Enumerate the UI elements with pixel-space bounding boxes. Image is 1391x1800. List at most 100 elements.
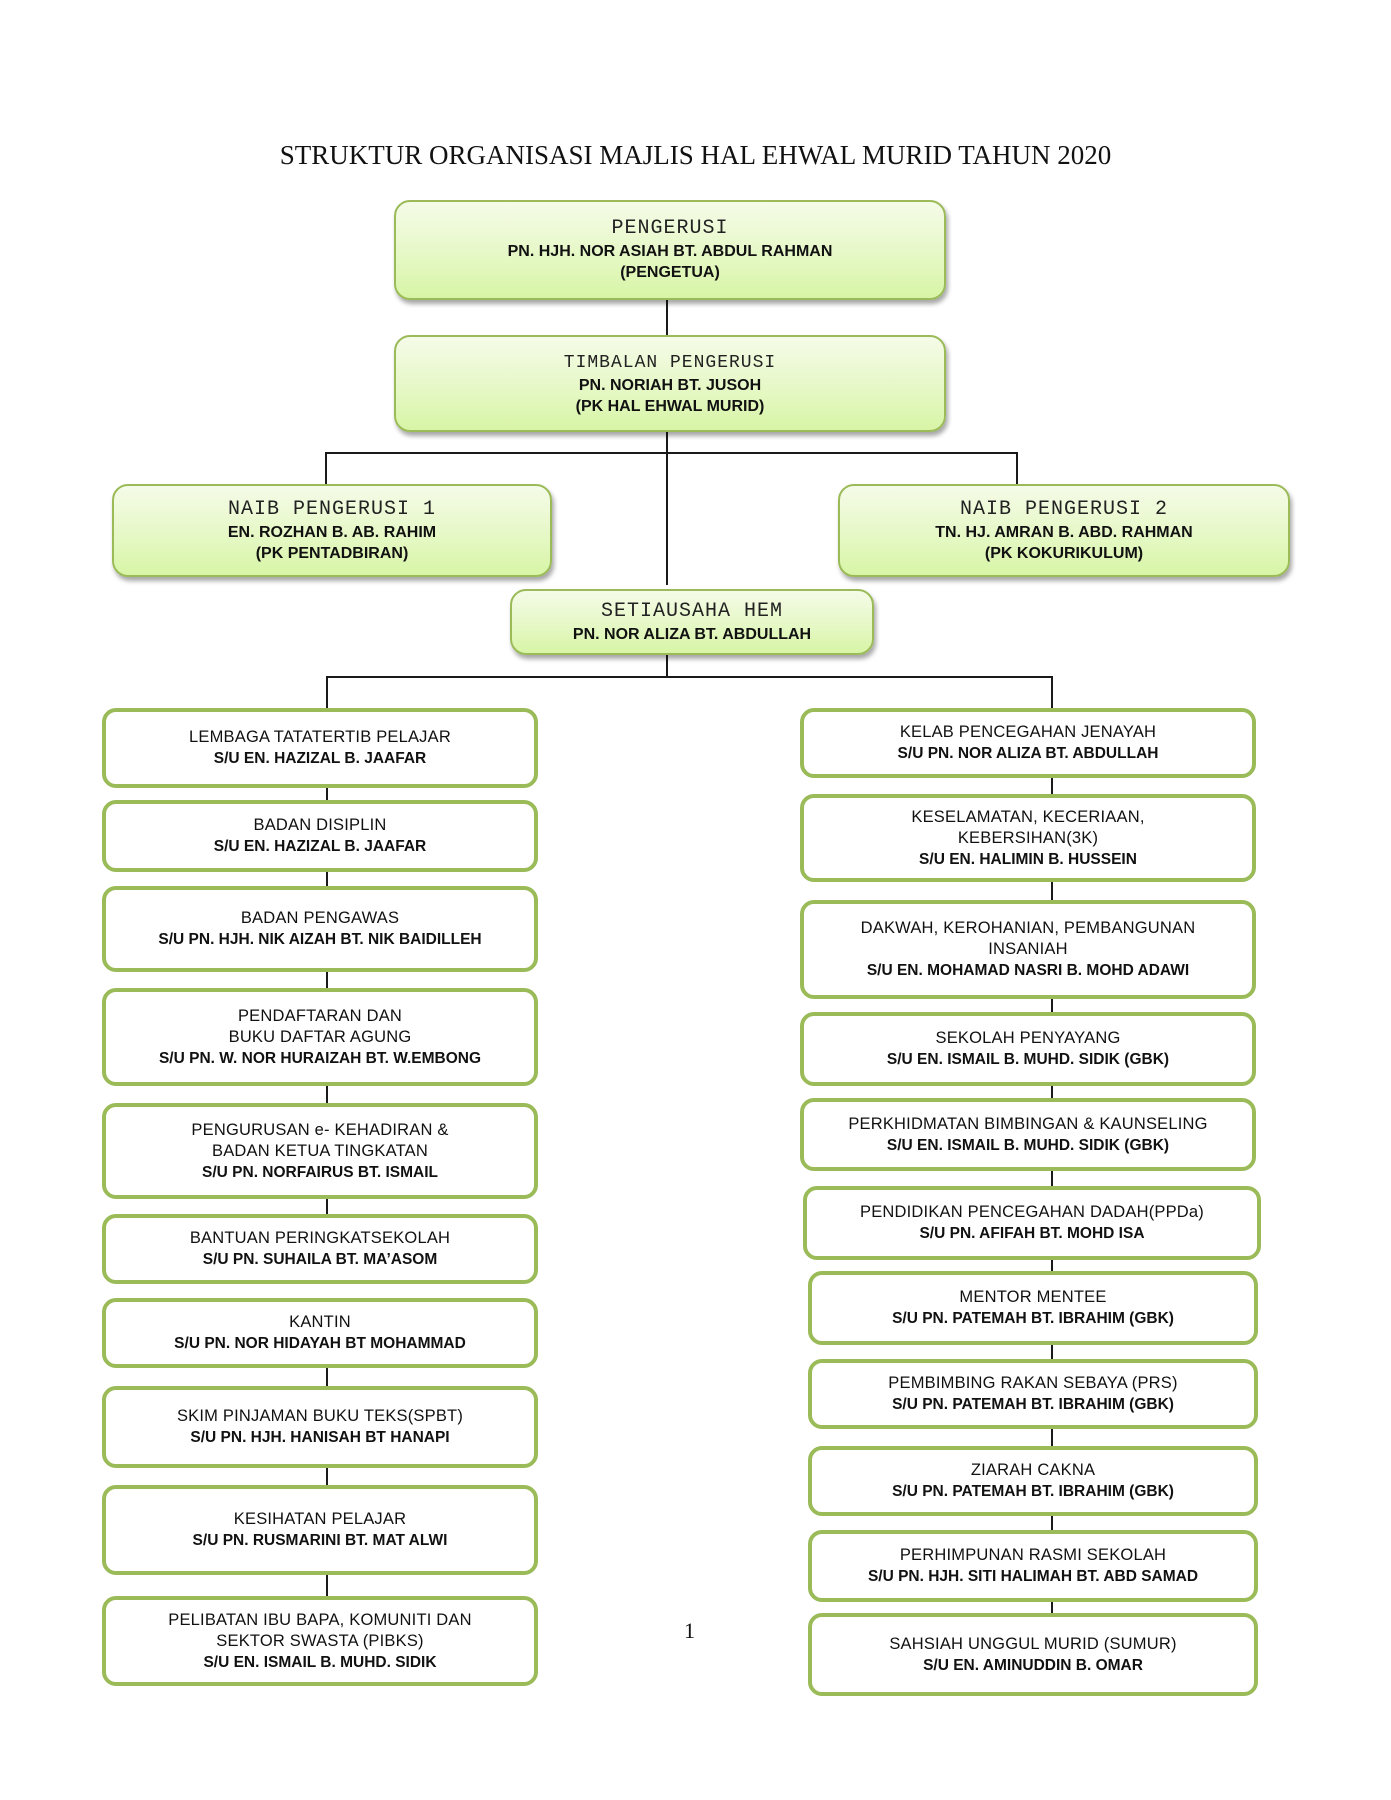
unit-connector <box>1051 1516 1053 1530</box>
unit-secretary: S/U PN. AFIFAH BT. MOHD ISA <box>919 1225 1145 1242</box>
right-unit-box: PENDIDIKAN PENCEGAHAN DADAH(PPDa) S/U PN.… <box>803 1186 1261 1260</box>
left-unit-box: KANTIN S/U PN. NOR HIDAYAH BT MOHAMMAD <box>102 1298 538 1368</box>
unit-title: PERHIMPUNAN RASMI SEKOLAH <box>899 1546 1167 1564</box>
unit-title: KESELAMATAN, KECERIAAN, <box>911 807 1145 826</box>
member-position: (PK PENTADBIRAN) <box>255 544 409 562</box>
unit-title: PELIBATAN IBU BAPA, KOMUNITI DAN <box>168 1610 472 1629</box>
chart-title: STRUKTUR ORGANISASI MAJLIS HAL EHWAL MUR… <box>279 140 1112 170</box>
member-name: EN. ROZHAN B. AB. RAHIM <box>227 523 437 541</box>
unit-secretary: S/U PN. PATEMAH BT. IBRAHIM (GBK) <box>892 1396 1174 1413</box>
unit-connector <box>1051 1171 1053 1186</box>
connector-naib2-drop <box>1016 452 1018 484</box>
right-unit-box: DAKWAH, KEROHANIAN, PEMBANGUNAN INSANIAH S… <box>800 900 1256 999</box>
member-name: TN. HJ. AMRAN B. ABD. RAHMAN <box>935 523 1193 541</box>
unit-secretary: S/U EN. MOHAMAD NASRI B. MOHD ADAWI <box>866 962 1190 979</box>
member-name: PN. NORIAH BT. JUSOH <box>578 376 762 394</box>
unit-secretary: S/U PN. RUSMARINI BT. MAT ALWI <box>192 1532 448 1549</box>
member-name: PN. HJH. NOR ASIAH BT. ABDUL RAHMAN <box>507 243 833 260</box>
unit-title: KESIHATAN PELAJAR <box>233 1510 407 1528</box>
unit-connector <box>326 788 328 800</box>
unit-title: SKIM PINJAMAN BUKU TEKS(SPBT) <box>176 1407 464 1425</box>
unit-title: PENDIDIKAN PENCEGAHAN DADAH(PPDa) <box>860 1203 1204 1221</box>
left-unit-box: BANTUAN PERINGKATSEKOLAH S/U PN. SUHAILA … <box>102 1214 538 1284</box>
unit-title: PEMBIMBING RAKAN SEBAYA (PRS) <box>888 1374 1178 1392</box>
connector-naib1-drop <box>325 452 327 484</box>
unit-title: KANTIN <box>289 1313 351 1331</box>
right-unit-box: KELAB PENCEGAHAN JENAYAH S/U PN. NOR ALIZ… <box>800 708 1256 778</box>
unit-secretary: S/U EN. ISMAIL B. MUHD. SIDIK <box>203 1653 437 1671</box>
naib-pengerusi-2-box: NAIB PENGERUSI 2 TN. HJ. AMRAN B. ABD. R… <box>838 484 1290 577</box>
unit-connector <box>1051 882 1053 900</box>
unit-title: PENDAFTARAN DAN <box>237 1006 403 1025</box>
connector-right-column-drop <box>1051 676 1053 708</box>
unit-title: PERKHIDMATAN BIMBINGAN & KAUNSELING <box>848 1114 1208 1133</box>
unit-secretary: S/U PN. NOR HIDAYAH BT MOHAMMAD <box>174 1335 466 1352</box>
unit-secretary: S/U PN. W. NOR HURAIZAH BT. W.EMBONG <box>158 1049 482 1067</box>
member-position: (PENGETUA) <box>620 264 720 281</box>
unit-connector <box>1051 1429 1053 1446</box>
right-unit-box: PEMBIMBING RAKAN SEBAYA (PRS) S/U PN. PAT… <box>808 1359 1258 1429</box>
connector-setiausaha-trunk <box>666 655 668 677</box>
unit-secretary: S/U EN. HAZIZAL B. JAAFAR <box>213 750 427 767</box>
timbalan-pengerusi-box: TIMBALAN PENGERUSI PN. NORIAH BT. JUSOH … <box>394 335 946 432</box>
unit-title: SEKOLAH PENYAYANG <box>935 1029 1121 1047</box>
unit-connector <box>1051 778 1053 794</box>
member-position: (PK HAL EHWAL MURID) <box>575 397 765 415</box>
unit-secretary: S/U PN. HJH. HANISAH BT HANAPI <box>190 1429 450 1446</box>
unit-title: BADAN DISIPLIN <box>253 816 387 834</box>
unit-connector <box>326 1575 328 1596</box>
unit-secretary: S/U PN. HJH. SITI HALIMAH BT. ABD SAMAD <box>867 1568 1199 1585</box>
connector-units-horizontal <box>326 676 1053 678</box>
unit-connector <box>326 1368 328 1386</box>
unit-title: BUKU DAFTAR AGUNG <box>228 1027 412 1046</box>
right-unit-box: KESELAMATAN, KECERIAAN, KEBERSIHAN(3K) S/U… <box>800 794 1256 882</box>
role-label: NAIB PENGERUSI 2 <box>959 497 1169 521</box>
unit-connector <box>1051 1345 1053 1359</box>
left-unit-box: PELIBATAN IBU BAPA, KOMUNITI DAN SEKTOR S… <box>102 1596 538 1686</box>
page-number: 1 <box>684 1618 695 1643</box>
right-unit-box: PERHIMPUNAN RASMI SEKOLAH S/U PN. HJH. SI… <box>808 1530 1258 1602</box>
unit-secretary: S/U EN. ISMAIL B. MUHD. SIDIK (GBK) <box>886 1051 1170 1068</box>
connector-timbalan-trunk <box>666 432 668 585</box>
unit-title: SEKTOR SWASTA (PIBKS) <box>216 1631 424 1650</box>
connector-naib-horizontal <box>325 452 1018 454</box>
connector-pengerusi-timbalan <box>666 300 668 335</box>
pengerusi-box: PENGERUSI PN. HJH. NOR ASIAH BT. ABDUL R… <box>394 200 946 300</box>
unit-title: MENTOR MENTEE <box>959 1288 1107 1306</box>
unit-title: KELAB PENCEGAHAN JENAYAH <box>899 723 1157 741</box>
connector-left-column-drop <box>326 676 328 708</box>
unit-secretary: S/U PN. PATEMAH BT. IBRAHIM (GBK) <box>892 1483 1174 1500</box>
setiausaha-box: SETIAUSAHA HEM PN. NOR ALIZA BT. ABDULLA… <box>510 589 874 655</box>
unit-connector <box>1051 1260 1053 1271</box>
unit-title: SAHSIAH UNGGUL MURID (SUMUR) <box>889 1634 1177 1653</box>
unit-connector <box>1051 1602 1053 1613</box>
unit-secretary: S/U PN. SUHAILA BT. MA’ASOM <box>202 1251 438 1268</box>
right-unit-box: ZIARAH CAKNA S/U PN. PATEMAH BT. IBRAHIM … <box>808 1446 1258 1516</box>
unit-title: INSANIAH <box>988 940 1068 958</box>
unit-connector <box>326 1468 328 1485</box>
naib-pengerusi-1-box: NAIB PENGERUSI 1 EN. ROZHAN B. AB. RAHIM… <box>112 484 552 577</box>
unit-secretary: S/U PN. NOR ALIZA BT. ABDULLAH <box>897 745 1159 762</box>
unit-secretary: S/U PN. HJH. NIK AIZAH BT. NIK BAIDILLEH <box>158 931 482 948</box>
unit-title: DAKWAH, KEROHANIAN, PEMBANGUNAN <box>860 919 1196 937</box>
member-position: (PK KOKURIKULUM) <box>984 544 1144 562</box>
role-label: NAIB PENGERUSI 1 <box>227 497 437 521</box>
unit-connector <box>326 872 328 886</box>
right-unit-box: MENTOR MENTEE S/U PN. PATEMAH BT. IBRAHIM… <box>808 1271 1258 1345</box>
role-label: TIMBALAN PENGERUSI <box>563 352 777 373</box>
unit-title: ZIARAH CAKNA <box>970 1461 1096 1479</box>
member-name: PN. NOR ALIZA BT. ABDULLAH <box>572 625 812 643</box>
unit-secretary: S/U EN. HAZIZAL B. JAAFAR <box>213 838 427 855</box>
unit-connector <box>326 1086 328 1103</box>
right-unit-box: SAHSIAH UNGGUL MURID (SUMUR)S/U EN. AMIN… <box>808 1613 1258 1696</box>
unit-title: KEBERSIHAN(3K) <box>957 828 1099 847</box>
role-label: PENGERUSI <box>611 217 729 240</box>
unit-connector <box>1051 999 1053 1012</box>
unit-title: PENGURUSAN e- KEHADIRAN & <box>191 1120 449 1139</box>
unit-connector <box>326 972 328 988</box>
unit-secretary: S/U PN. PATEMAH BT. IBRAHIM (GBK) <box>892 1310 1174 1327</box>
unit-secretary: S/U EN. HALIMIN B. HUSSEIN <box>919 850 1137 868</box>
unit-title: BANTUAN PERINGKATSEKOLAH <box>189 1229 451 1247</box>
